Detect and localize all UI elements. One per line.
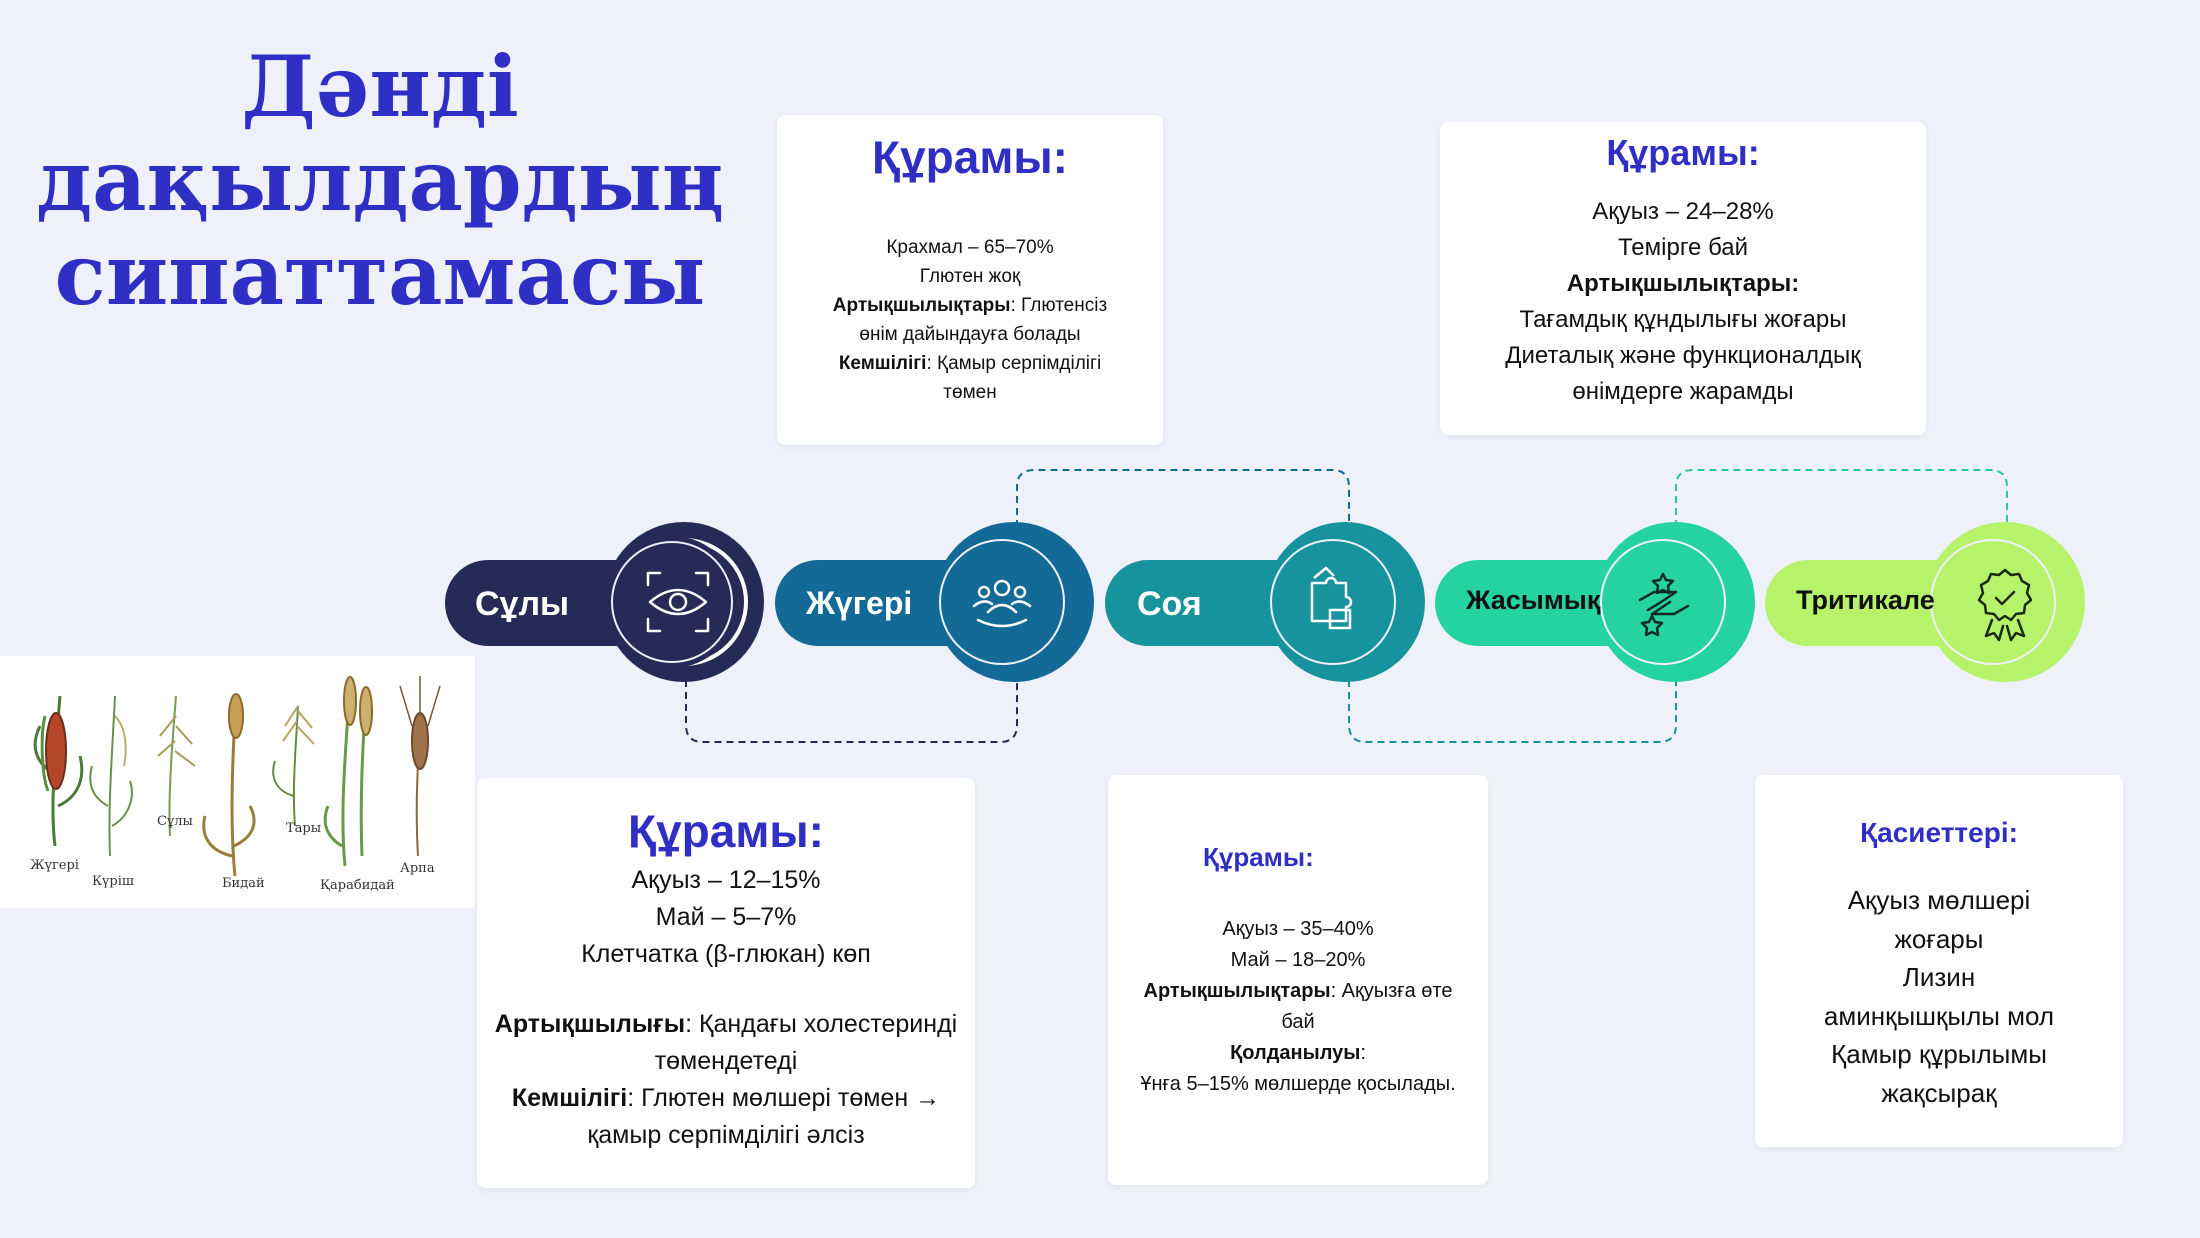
- card-heading: Құрамы:: [628, 805, 824, 857]
- card-line: Кемшілігі: Глютен мөлшері төмен →: [477, 1080, 975, 1117]
- card-line: Май – 5–7%: [655, 903, 797, 931]
- card-bold-label: Кемшілігі: [511, 1084, 628, 1112]
- step-label-zhugeri: Жүгері: [806, 585, 913, 621]
- card-line: Май – 18–20%: [1230, 949, 1366, 971]
- card-line: Қолданылуы:: [1108, 1038, 1488, 1069]
- card-line: Ақуыз – 24–28%: [1592, 198, 1774, 225]
- card-line: Лизин: [1902, 962, 1976, 992]
- card-zhugeri: Құрамы: Крахмал – 65–70% Глютен жоқ Арты…: [777, 115, 1163, 445]
- connector-suly-zhugeri: [685, 680, 1018, 743]
- card-text: : Глютенсіз: [1010, 295, 1108, 316]
- card-line: өнімдерге жарамды: [1572, 378, 1794, 405]
- card-line: жоғары: [1894, 923, 1984, 954]
- card-tritikale: Қасиеттері: Ақуыз мөлшері жоғары Лизин а…: [1755, 775, 2123, 1147]
- card-line: Артықшылықтары: Глютенсіз: [777, 291, 1163, 320]
- card-line: Клетчатка (β-глюкан) көп: [581, 940, 871, 968]
- card-line: төмен: [943, 382, 997, 403]
- card-line: Глютен жоқ: [919, 266, 1021, 287]
- step-label-soya: Соя: [1137, 585, 1202, 623]
- card-line: қамыр серпімділігі әлсіз: [587, 1121, 865, 1149]
- connector-zhasymyk-tritikale: [1675, 469, 2008, 527]
- card-text: :: [1360, 1042, 1366, 1064]
- card-zhasymyk: Құрамы: Ақуыз – 24–28% Темірге бай Артық…: [1440, 122, 1926, 435]
- title-line-1: Дәнді: [241, 37, 519, 136]
- card-text: : Қандағы холестеринді: [685, 1010, 958, 1038]
- card-line: Қамыр құрылымы: [1831, 1039, 2047, 1069]
- step-soya: [1105, 522, 1425, 682]
- card-heading: Құрамы:: [1203, 842, 1314, 872]
- puzzle-icon: [1310, 566, 1353, 630]
- millet-plant-drawing: [272, 705, 315, 827]
- eye-icon: [646, 571, 710, 633]
- hand-star-icon: [1638, 572, 1690, 637]
- card-line: Артықшылығы: Қандағы холестеринді: [477, 1006, 975, 1043]
- card-line: Тағамдық құндылығы жоғары: [1519, 306, 1847, 333]
- oat-plant-drawing: [157, 695, 196, 837]
- plant-label: Сұлы: [157, 814, 193, 829]
- step-label-zhasymyk: Жасымық: [1466, 585, 1601, 615]
- step-label-suly: Сұлы: [475, 585, 570, 623]
- card-bold-label: Артықшылықтары: [832, 295, 1011, 316]
- plant-label: Арпа: [400, 861, 435, 876]
- card-bold-label: Артықшылықтары:: [1566, 270, 1800, 297]
- cereal-plants-illustration: Жүгері Күріш Сұлы Бидай Тары Қарабидай А…: [0, 656, 475, 908]
- card-text: : Қамыр серпімділігі: [926, 353, 1102, 374]
- card-bold-label: Артықшылығы: [494, 1010, 686, 1038]
- card-line: өнім дайындауға болады: [859, 324, 1081, 345]
- rice-plant-drawing: [89, 695, 133, 857]
- card-line: жақсырақ: [1881, 1077, 1997, 1108]
- plant-label: Қарабидай: [320, 878, 395, 893]
- card-heading: Құрамы:: [1606, 132, 1760, 173]
- card-line: Ұнға 5–15% мөлшерде қосылады.: [1140, 1073, 1456, 1095]
- title-line-3: сипаттамасы: [54, 225, 706, 324]
- plant-label: Жүгері: [30, 858, 79, 873]
- page-title: Дәнді дақылдардың сипаттамасы: [30, 40, 730, 322]
- plant-label: Күріш: [92, 874, 134, 889]
- card-bold-label: Артықшылықтары: [1143, 980, 1331, 1002]
- plant-label: Бидай: [222, 876, 265, 891]
- card-heading: Қасиеттері:: [1860, 817, 2018, 848]
- card-line: Кемшілігі: Қамыр серпімділігі: [777, 349, 1163, 378]
- connector-soya-zhasymyk: [1348, 680, 1677, 743]
- award-badge-icon: [1977, 568, 2033, 642]
- card-line: Ақуыз – 12–15%: [631, 866, 821, 894]
- plants-drawing: [33, 676, 441, 877]
- plant-label: Тары: [286, 821, 322, 836]
- card-line: төмендетеді: [654, 1047, 798, 1075]
- card-line: Артықшылықтары:: [1440, 266, 1926, 302]
- group-icon: [972, 579, 1032, 628]
- corn-plant-drawing: [33, 695, 84, 847]
- card-suly: Құрамы: Ақуыз – 12–15% Май – 5–7% Клетча…: [477, 778, 975, 1188]
- card-line: Ақуыз – 35–40%: [1222, 918, 1374, 940]
- card-line: Артықшылықтары: Ақуызға өте: [1108, 976, 1488, 1007]
- rye-plant-drawing: [323, 676, 373, 867]
- step-tritikale: [1765, 522, 2085, 682]
- barley-plant-drawing: [399, 676, 441, 857]
- card-bold-label: Қолданылуы: [1230, 1042, 1361, 1064]
- title-line-2: дақылдардың: [36, 131, 724, 230]
- card-line: Ақуыз мөлшері: [1847, 885, 2031, 915]
- connector-zhugeri-soya: [1016, 469, 1350, 527]
- step-label-tritikale: Тритикале: [1796, 585, 1935, 615]
- card-line: Темірге бай: [1617, 234, 1749, 261]
- card-line: Диеталық және функционалдық: [1505, 342, 1861, 369]
- card-bold-label: Кемшілігі: [838, 353, 927, 374]
- card-text: : Ақуызға өте: [1330, 980, 1453, 1002]
- card-line: аминқышқылы мол: [1823, 1000, 2055, 1031]
- card-line: бай: [1281, 1011, 1315, 1033]
- card-line: Крахмал – 65–70%: [886, 237, 1054, 258]
- card-text: : Глютен мөлшері төмен →: [627, 1084, 941, 1112]
- wheat-plant-drawing: [202, 693, 256, 877]
- card-heading: Құрамы:: [872, 131, 1068, 183]
- card-soya: Құрамы: Ақуыз – 35–40% Май – 18–20% Арты…: [1108, 775, 1488, 1185]
